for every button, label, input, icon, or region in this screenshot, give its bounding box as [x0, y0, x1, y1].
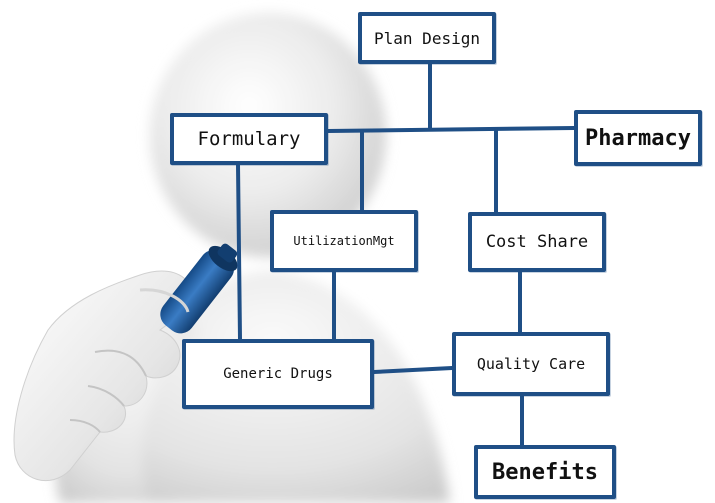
node-benefits-label: Benefits [492, 459, 598, 485]
node-formulary-label: Formulary [197, 128, 301, 150]
node-pharmacy: Pharmacy [574, 110, 702, 166]
hand-shape [13, 270, 194, 482]
node-plan-design-label: Plan Design [374, 28, 480, 48]
hand-with-marker-icon [13, 243, 238, 482]
node-generic-drugs: Generic Drugs [182, 339, 374, 409]
node-plan-design: Plan Design [358, 12, 496, 64]
node-utilization-mgt-label: UtilizationMgt [293, 234, 395, 248]
node-quality-care-label: Quality Care [476, 355, 586, 373]
node-pharmacy-label: Pharmacy [585, 125, 691, 151]
node-cost-share-label: Cost Share [485, 232, 589, 252]
node-formulary: Formulary [170, 113, 328, 165]
connector-lines [236, 62, 576, 447]
node-benefits: Benefits [474, 445, 616, 499]
node-quality-care: Quality Care [452, 332, 610, 396]
node-utilization-mgt: UtilizationMgt [270, 210, 418, 272]
marker-pen [160, 243, 238, 334]
node-cost-share: Cost Share [468, 212, 606, 272]
node-generic-drugs-label: Generic Drugs [223, 366, 333, 382]
